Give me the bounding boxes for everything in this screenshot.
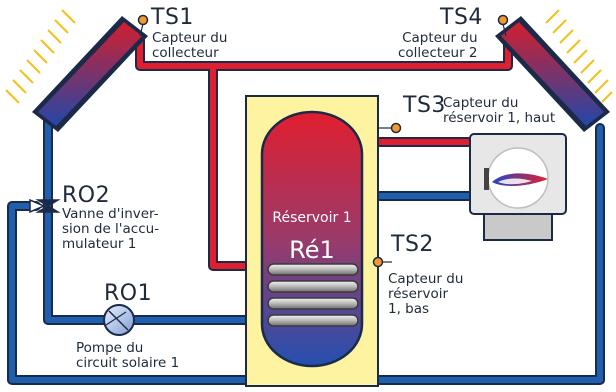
sun-rays-right — [545, 9, 613, 103]
ts4-description: Capteur du collecteur 2 — [398, 30, 478, 62]
ts3-description: Capteur du réservoir 1, haut — [443, 95, 556, 127]
ts4-label: TS4 — [440, 5, 483, 30]
ro2-label: RO2 — [62, 183, 111, 208]
ts3-label: TS3 — [403, 93, 446, 118]
hot-pipe-collector-link — [137, 37, 511, 69]
solar-collector-left — [32, 16, 148, 132]
cold-pipe-left-loop — [45, 115, 108, 323]
ro1-description: Pompe du circuit solaire 1 — [76, 340, 180, 372]
ro1-label: RO1 — [104, 281, 153, 306]
ts2-label: TS2 — [391, 232, 434, 257]
solar-collector-right — [495, 16, 610, 132]
auxiliary-heater — [469, 133, 567, 241]
pipe-network — [7, 35, 605, 385]
sensor-leaders — [139, 23, 507, 263]
diverter-valve-ro2-icon — [29, 198, 61, 214]
ts1-sensor-dot — [137, 14, 149, 26]
tank-short-name: Ré1 — [289, 236, 335, 264]
pump-ro1-icon — [103, 304, 135, 336]
sensor-markers — [137, 14, 509, 268]
sun-rays-left — [5, 9, 76, 104]
tank-name: Réservoir 1 — [272, 210, 352, 226]
cold-pipe-bottom-loop — [9, 125, 603, 383]
ts4-sensor-dot — [497, 14, 509, 26]
ts3-sensor-dot — [390, 122, 402, 134]
tank-heat-coil — [267, 263, 359, 327]
ro2-description: Vanne d'inver- sion de l'accu- mulateur … — [62, 206, 160, 253]
ts1-description: Capteur du collecteur — [152, 30, 228, 62]
ts2-description: Capteur du réservoir 1, bas — [388, 271, 464, 318]
storage-tank — [245, 95, 379, 387]
ts1-label: TS1 — [151, 5, 194, 30]
